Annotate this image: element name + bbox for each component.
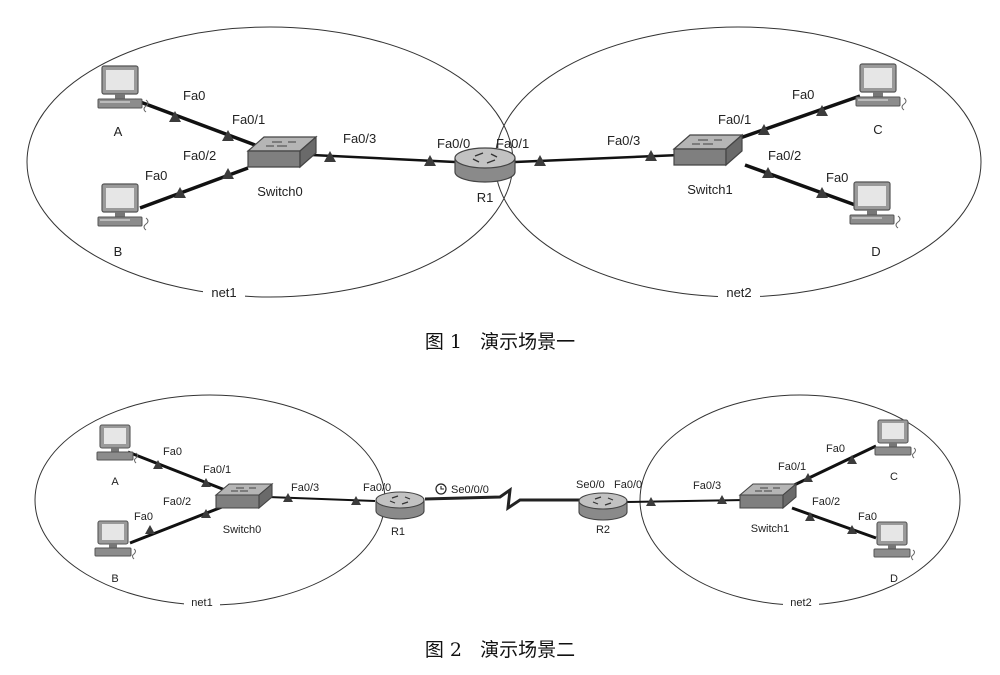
link-r2-switch1	[624, 499, 746, 503]
port-label: Fa0/1	[778, 461, 806, 473]
net1-label: net1	[211, 285, 236, 300]
port-label: Fa0/2	[768, 148, 801, 163]
port-label: Fa0	[826, 170, 848, 185]
port-label: Fa0/1	[232, 112, 265, 127]
port-label: Fa0/2	[163, 496, 191, 508]
router-r1-icon[interactable]	[375, 491, 425, 520]
switch0-label: Switch0	[223, 524, 262, 536]
link-switch1-d	[791, 506, 877, 540]
port-label: Fa0	[858, 511, 877, 523]
port-label: Fa0	[792, 87, 814, 102]
router-r2-icon[interactable]	[578, 492, 628, 521]
pc-c-label: C	[890, 471, 898, 483]
net2-label: net2	[726, 285, 751, 300]
pc-b-label: B	[114, 244, 123, 259]
port-label: Fa0/0	[363, 482, 391, 494]
pc-c-icon[interactable]	[874, 419, 917, 459]
figure-2-caption: 图 2 演示场景二	[425, 639, 575, 661]
pc-c-label: C	[873, 122, 882, 137]
port-label: Fa0/1	[718, 112, 751, 127]
switch0-icon[interactable]	[215, 483, 273, 509]
pc-a-icon[interactable]	[96, 424, 139, 464]
figure-1-caption: 图 1 演示场景一	[425, 331, 575, 353]
router-r1-label: R1	[391, 526, 405, 538]
port-label: Fa0/2	[812, 496, 840, 508]
pc-a-label: A	[111, 476, 119, 488]
port-label: Fa0	[134, 511, 153, 523]
net1-label: net1	[191, 597, 212, 609]
switch0-label: Switch0	[257, 184, 303, 199]
port-label: Fa0/1	[496, 136, 529, 151]
link-a-switch0	[134, 98, 256, 147]
port-label: Fa0	[163, 446, 182, 458]
port-label: Fa0/0	[614, 479, 642, 491]
clock-icon	[435, 483, 447, 495]
link-switch1-d	[744, 163, 859, 208]
pc-b-icon[interactable]	[94, 520, 137, 560]
net2-label: net2	[790, 597, 811, 609]
link-status-icon	[145, 525, 155, 534]
port-label: Fa0	[183, 88, 205, 103]
link-switch1-c	[739, 94, 861, 140]
port-label: Fa0	[145, 168, 167, 183]
port-label: Fa0	[826, 443, 845, 455]
figure-1: A B Switch0 R1 Switch1 C D Fa0 Fa0/1 Fa0…	[26, 26, 982, 353]
switch1-icon[interactable]	[739, 483, 797, 509]
port-label: Fa0/3	[291, 482, 319, 494]
pc-c-icon[interactable]	[855, 63, 907, 111]
pc-a-icon[interactable]	[97, 65, 149, 113]
router-r1-icon[interactable]	[454, 147, 516, 183]
port-label: Fa0/3	[343, 131, 376, 146]
pc-d-label: D	[890, 573, 898, 585]
port-label: Fa0/1	[203, 464, 231, 476]
pc-d-icon[interactable]	[849, 181, 901, 229]
switch1-label: Switch1	[687, 182, 733, 197]
router-r1-label: R1	[477, 190, 494, 205]
link-serial-r1-r2	[424, 486, 580, 512]
switch1-label: Switch1	[751, 523, 790, 535]
port-label: Fa0/0	[437, 136, 470, 151]
pc-d-icon[interactable]	[873, 521, 916, 561]
port-label: Fa0/2	[183, 148, 216, 163]
port-label: Fa0/3	[607, 133, 640, 148]
port-label: Se0/0/0	[451, 484, 489, 496]
switch0-icon[interactable]	[247, 136, 317, 168]
pc-a-label: A	[114, 124, 123, 139]
port-label: Fa0/3	[693, 480, 721, 492]
net2-boundary	[494, 26, 982, 298]
router-r2-label: R2	[596, 524, 610, 536]
figure-2: A B Switch0 R1 R2 Switch1 C D Fa0 Fa0/1 …	[34, 394, 961, 661]
pc-b-label: B	[111, 573, 118, 585]
pc-d-label: D	[871, 244, 880, 259]
port-label: Se0/0	[576, 479, 605, 491]
switch1-icon[interactable]	[673, 134, 743, 166]
